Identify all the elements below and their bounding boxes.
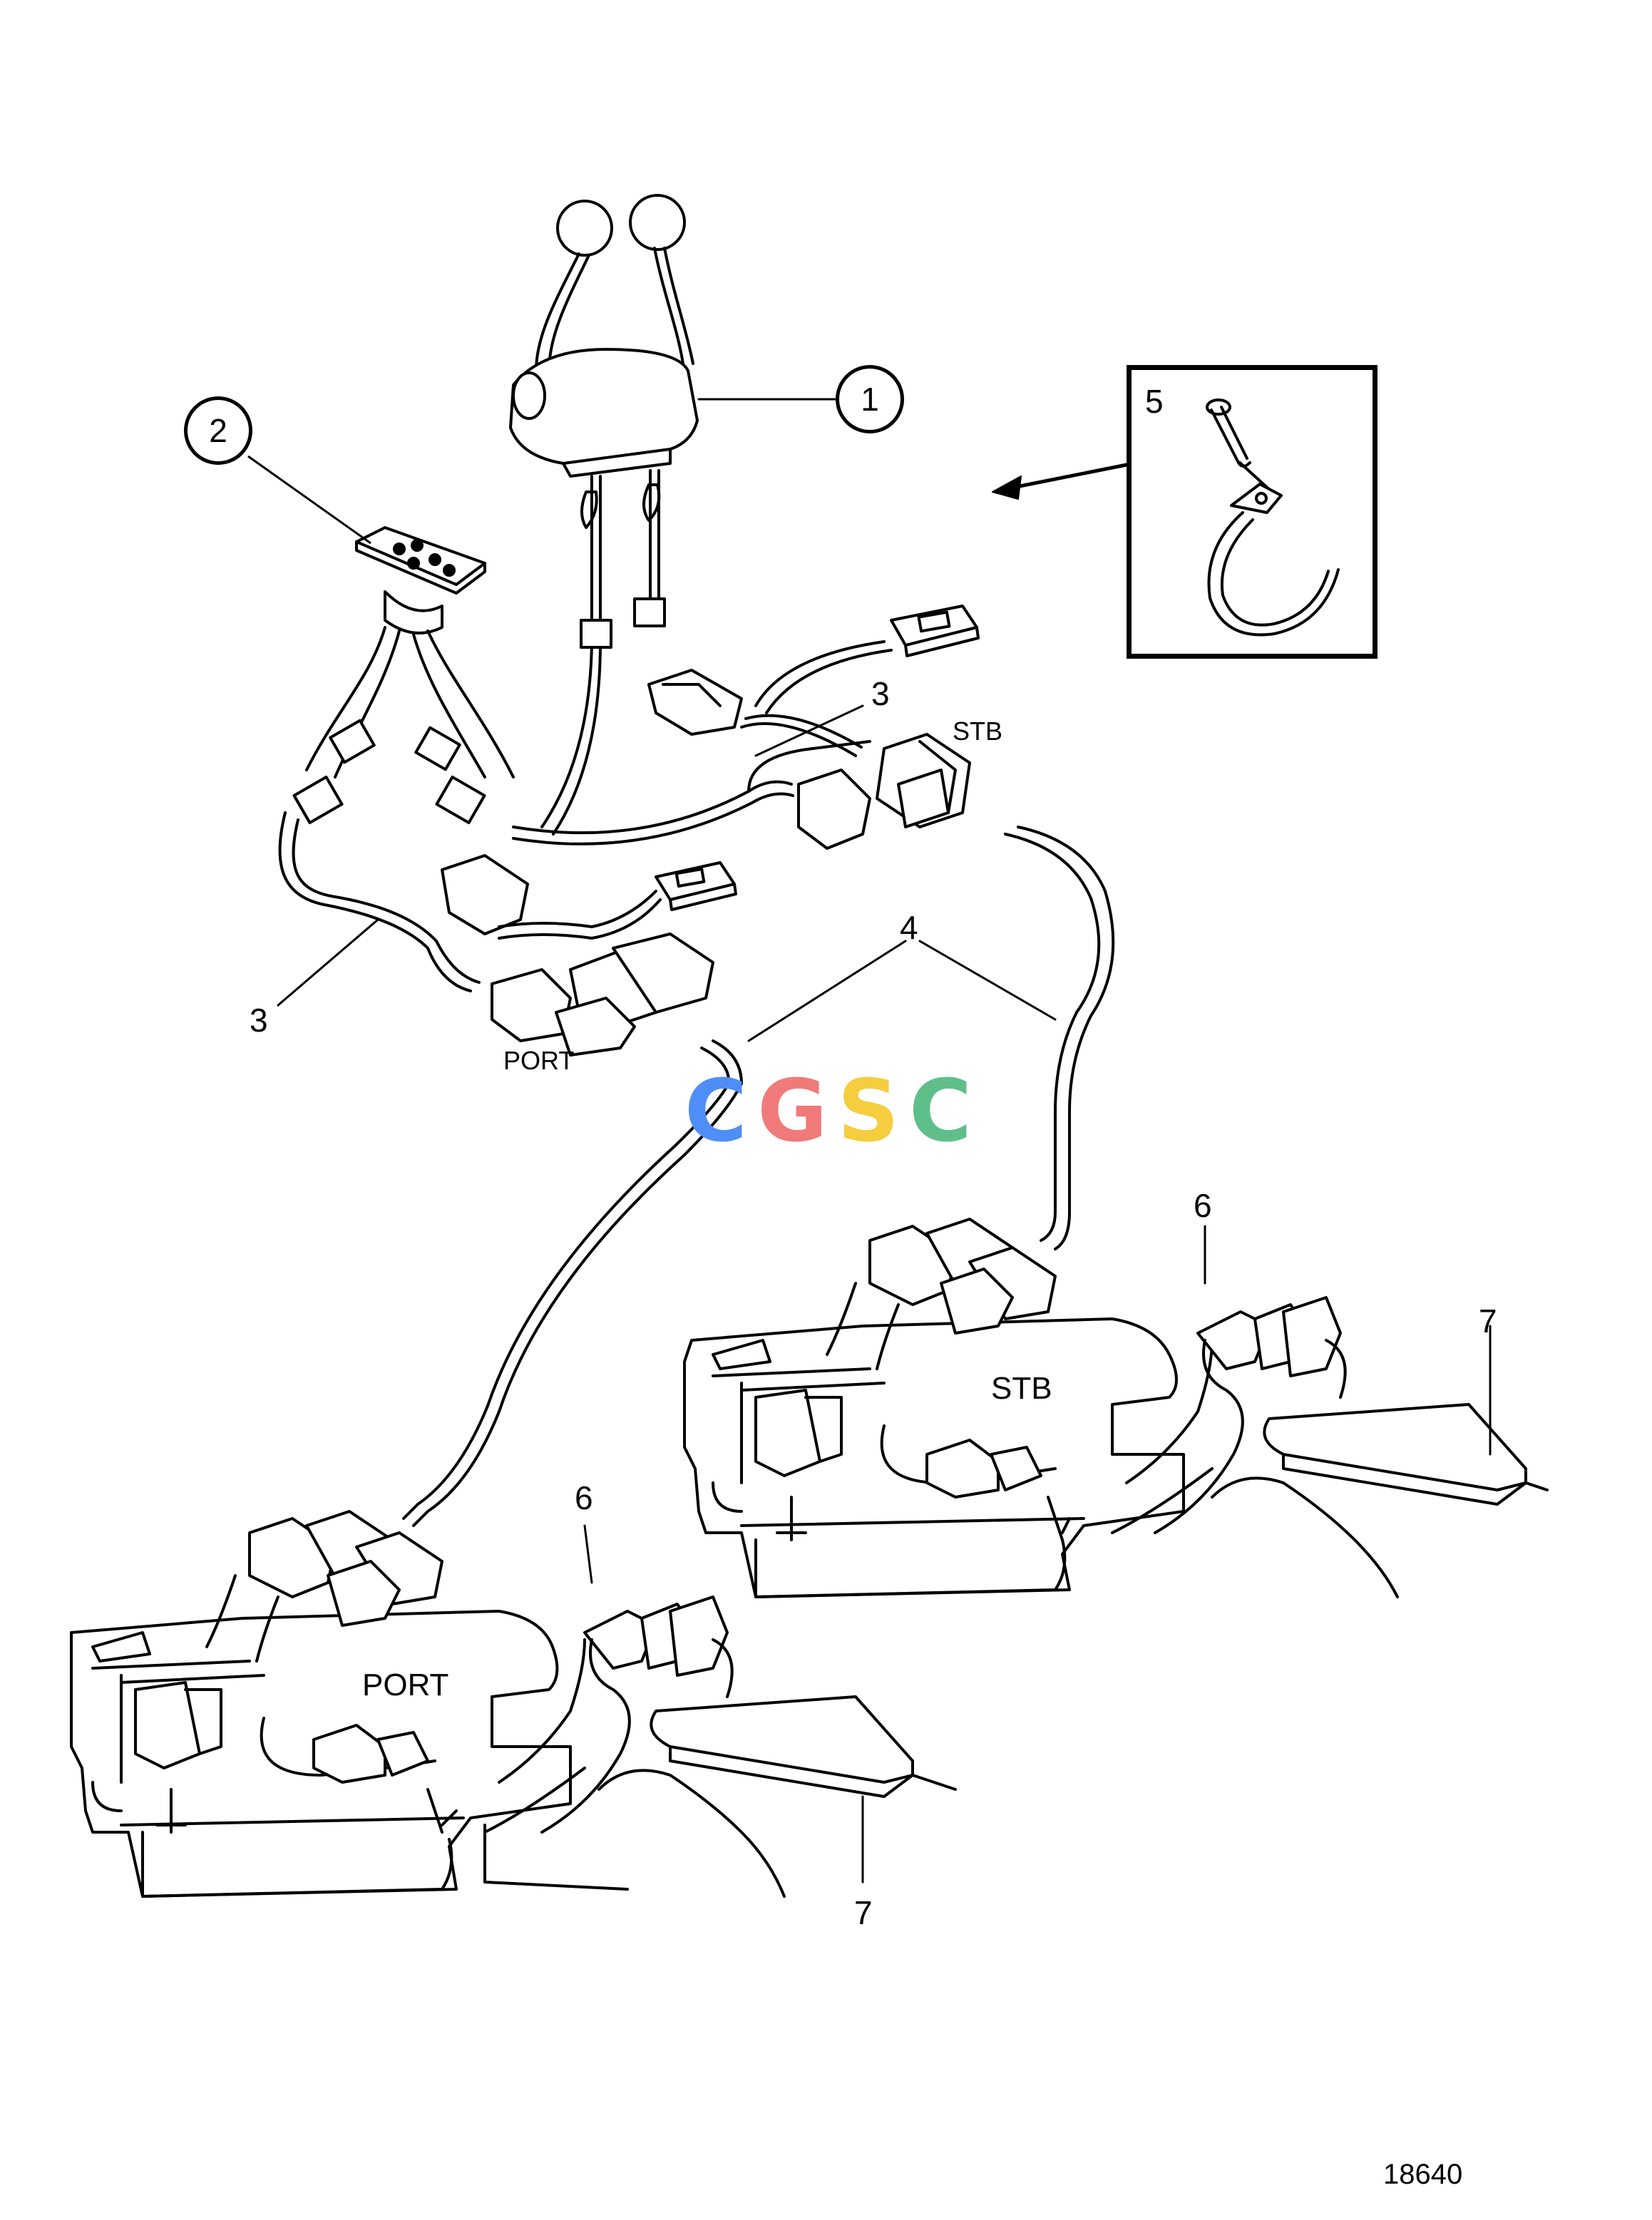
inset-pointer-arrow (1003, 463, 1129, 491)
watermark-letter-4: C (909, 1062, 973, 1161)
detail-inset (1127, 365, 1377, 659)
engine-stb (683, 1218, 1214, 1598)
label-port-harness: PORT (503, 1046, 575, 1075)
engine-port (70, 1510, 586, 1898)
label-port-engine: PORT (362, 1667, 449, 1702)
label-stb-harness: STB (953, 716, 1003, 746)
callout-7-lower: 7 (854, 1894, 873, 1931)
callout-1: 1 (836, 365, 904, 433)
watermark-letter-1: C (684, 1062, 748, 1161)
callout-3-upper: 3 (871, 675, 890, 712)
callout-3-lower: 3 (250, 1002, 268, 1039)
watermark-letter-2: G (757, 1062, 828, 1161)
cable-clip-icon (1206, 399, 1340, 637)
callout-6-lower: 6 (575, 1479, 593, 1516)
label-stb-engine: STB (991, 1371, 1052, 1406)
harness-upper (277, 605, 980, 1057)
watermark-letter-3: S (837, 1062, 900, 1161)
connector-plate (292, 526, 515, 825)
callout-5: 5 (1145, 383, 1164, 420)
callout-2: 2 (184, 396, 252, 465)
callout-6-upper: 6 (1194, 1187, 1212, 1224)
figure-number: 18640 (1383, 2159, 1463, 2190)
watermark: C G S C (684, 1069, 972, 1155)
stb-adapter-harness (1154, 1225, 1549, 1598)
control-lever-unit (509, 194, 839, 836)
callout-7-upper: 7 (1479, 1302, 1497, 1340)
harness-main (402, 826, 1115, 1527)
inset-arrowhead (992, 476, 1022, 500)
callout-4: 4 (900, 909, 918, 946)
port-adapter-harness (483, 1524, 957, 1898)
